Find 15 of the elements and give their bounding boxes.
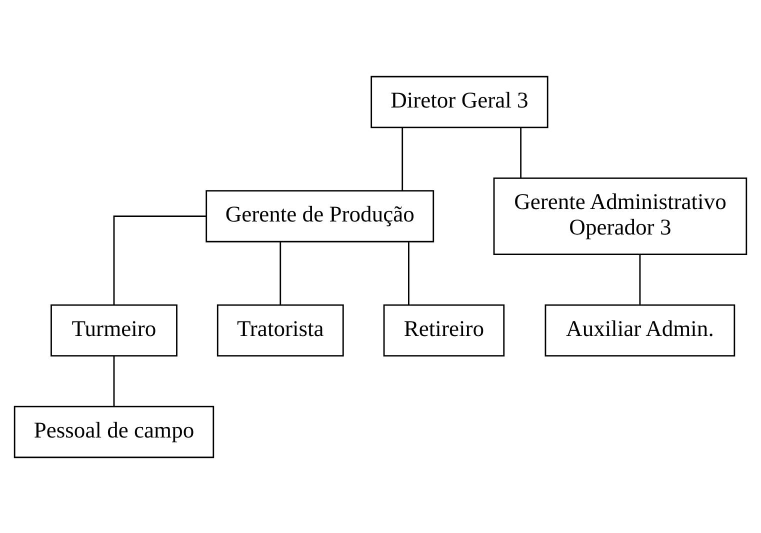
node-box: Tratorista [216,304,344,356]
connector [639,254,641,304]
node-box: Diretor Geral 3 [370,75,548,128]
node-box: Gerente Administrativo Operador 3 [493,176,748,255]
node-box: Gerente de Produção [206,190,434,242]
connector [402,127,404,190]
connector [280,242,282,305]
node-box: Auxiliar Admin. [544,304,736,356]
node-box: Turmeiro [50,304,178,356]
connector [520,127,522,178]
connector [113,356,115,406]
connector [113,215,206,304]
node-box: Retireiro [383,304,505,356]
node-box: Pessoal de campo [14,405,214,458]
connector [408,242,410,305]
